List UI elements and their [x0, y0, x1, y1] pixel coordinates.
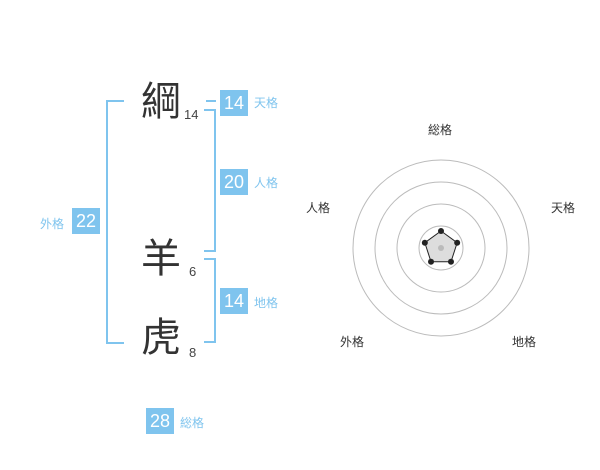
- tenkaku-bracket: [206, 100, 216, 102]
- tenkaku-value: 14: [220, 90, 248, 116]
- radar-ring: [396, 203, 486, 293]
- name-char-2: 羊: [141, 236, 181, 282]
- stroke-count-3: 8: [189, 345, 197, 360]
- radar-center: [438, 245, 444, 251]
- radar-point-2: [447, 258, 454, 265]
- jinkaku-bracket: [204, 109, 216, 252]
- radar-point-4: [421, 239, 428, 246]
- radar-point-3: [428, 258, 435, 265]
- chikaku-value: 14: [220, 288, 248, 314]
- chikaku-label: 地格: [254, 296, 279, 310]
- soukaku-label: 総格: [180, 416, 205, 430]
- chikaku-bracket: [204, 258, 216, 343]
- stroke-count-2: 6: [189, 264, 197, 279]
- radar-point-1: [454, 239, 461, 246]
- gaikaku-label: 外格: [40, 217, 65, 231]
- name-char-1: 綱: [141, 79, 181, 125]
- radar-ring: [352, 159, 530, 337]
- tenkaku-label: 天格: [254, 96, 279, 110]
- name-char-3: 虎: [141, 315, 181, 361]
- gaikaku-bracket: [106, 100, 124, 344]
- stroke-count-1: 14: [184, 107, 199, 122]
- radar-ring: [374, 181, 508, 315]
- radar-ring: [418, 225, 464, 271]
- radar-points: [421, 228, 461, 265]
- radar-axis-label-2: 地格: [512, 335, 537, 349]
- jinkaku-label: 人格: [254, 176, 279, 190]
- radar-axis-label-0: 総格: [428, 123, 453, 137]
- radar-axis-label-4: 人格: [306, 201, 331, 215]
- radar-axis-label-3: 外格: [340, 335, 365, 349]
- radar-axis-label-1: 天格: [551, 201, 576, 215]
- jinkaku-value: 20: [220, 169, 248, 195]
- gaikaku-value: 22: [72, 208, 100, 234]
- soukaku-value: 28: [146, 408, 174, 434]
- radar-rings: [352, 159, 530, 337]
- radar-point-0: [438, 228, 444, 234]
